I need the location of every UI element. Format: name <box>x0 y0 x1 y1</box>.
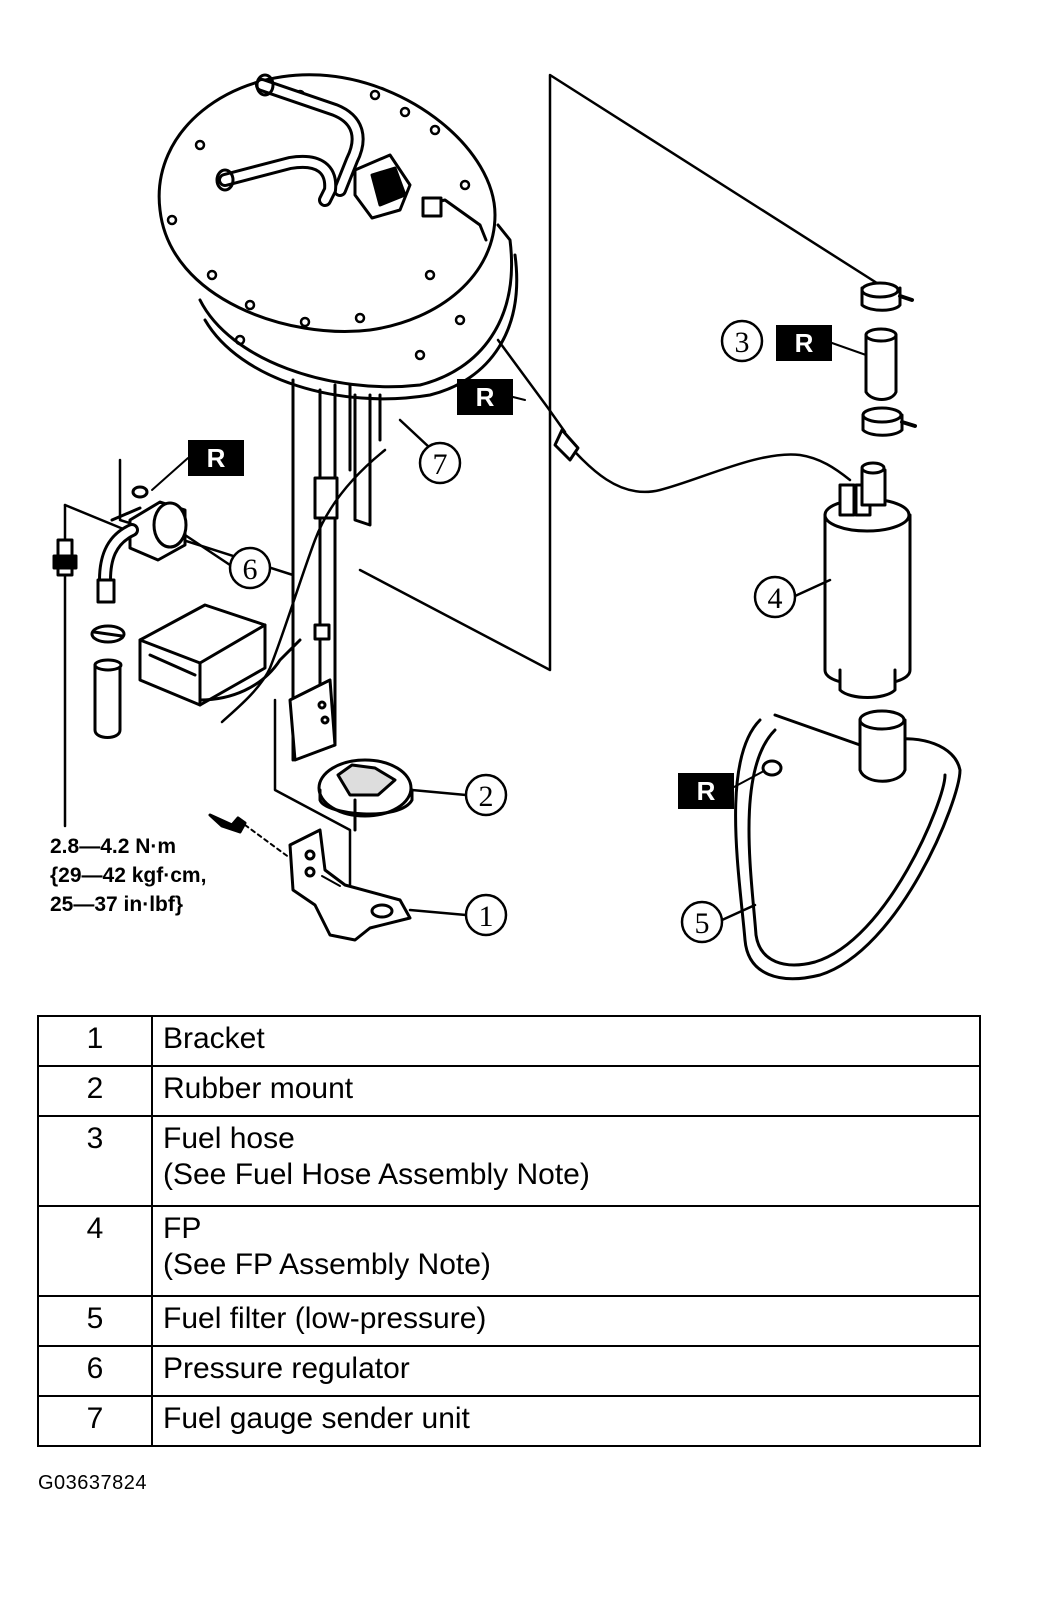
callout-6: 6 <box>243 553 258 586</box>
part-description: Rubber mount <box>151 1065 981 1117</box>
callout-7: 7 <box>433 448 448 481</box>
reuse-mark-text: R <box>697 776 716 806</box>
fuel-pump-exploded-diagram: R R R R 1 2 3 4 5 6 <box>52 73 962 981</box>
callouts: 1 2 3 4 5 6 7 <box>183 319 832 944</box>
fuel-fitting-connector <box>52 538 78 577</box>
reuse-mark-text: R <box>795 328 814 358</box>
reuse-mark-fuel-hose <box>776 325 832 361</box>
part-number: 3 <box>37 1115 153 1207</box>
table-row: 1 Bracket <box>37 1015 981 1067</box>
torque-specification: 2.8—4.2 N·m {29—42 kgf·cm, 25—37 in·lbf} <box>50 832 206 919</box>
part-note: (See FP Assembly Note) <box>163 1248 491 1281</box>
table-row: 2 Rubber mount <box>37 1065 981 1117</box>
sender-float <box>138 603 302 707</box>
pump-holder-rails <box>288 378 382 762</box>
callout-2: 2 <box>479 780 494 813</box>
callout-4: 4 <box>768 582 783 615</box>
table-row: 6 Pressure regulator <box>37 1345 981 1397</box>
sender-wire <box>220 448 387 724</box>
part-description: Pressure regulator <box>151 1345 981 1397</box>
reuse-mark-text: R <box>476 382 495 412</box>
part-number: 4 <box>37 1205 153 1297</box>
part-name: Bracket <box>163 1022 265 1055</box>
bracket-leader-lines <box>63 73 882 902</box>
table-row: 5 Fuel filter (low-pressure) <box>37 1295 981 1347</box>
left-hose-and-clamp <box>90 624 126 739</box>
reuse-mark-text: R <box>207 443 226 473</box>
parts-legend-table: 1 Bracket 2 Rubber mount 3 Fuel hose(See… <box>37 1015 981 1447</box>
table-row: 7 Fuel gauge sender unit <box>37 1395 981 1447</box>
part-name: FP <box>163 1212 202 1245</box>
part-number: 5 <box>37 1295 153 1347</box>
pressure-regulator <box>96 485 188 604</box>
part-number: 1 <box>37 1015 153 1067</box>
reuse-mark-flange <box>457 379 513 415</box>
reuse-mark-regulator <box>188 440 244 476</box>
pump-unit-cover-plate <box>157 73 519 401</box>
table-row: 3 Fuel hose(See Fuel Hose Assembly Note) <box>37 1115 981 1207</box>
part-name: Pressure regulator <box>163 1352 410 1385</box>
reuse-marks: R R R R <box>151 325 867 809</box>
part-name: Rubber mount <box>163 1072 354 1105</box>
part-number: 2 <box>37 1065 153 1117</box>
figure-id: G03637824 <box>38 1472 148 1494</box>
callout-1: 1 <box>479 900 494 933</box>
table-row: 4 FP(See FP Assembly Note) <box>37 1205 981 1297</box>
part-description: Fuel gauge sender unit <box>151 1395 981 1447</box>
part-description: Fuel hose(See Fuel Hose Assembly Note) <box>151 1115 981 1207</box>
part-description: Bracket <box>151 1015 981 1067</box>
bracket <box>208 813 412 942</box>
fuel-pump <box>553 428 912 699</box>
torque-line-1: 2.8—4.2 N·m <box>50 835 177 858</box>
part-note: (See Fuel Hose Assembly Note) <box>163 1158 590 1191</box>
callout-3: 3 <box>735 326 750 359</box>
part-name: Fuel filter (low-pressure) <box>163 1302 487 1335</box>
callout-5: 5 <box>695 907 710 940</box>
part-number: 6 <box>37 1345 153 1397</box>
part-description: FP(See FP Assembly Note) <box>151 1205 981 1297</box>
part-name: Fuel gauge sender unit <box>163 1402 470 1435</box>
part-number: 7 <box>37 1395 153 1447</box>
fuel-hose-assembly <box>860 281 917 437</box>
torque-line-3: 25—37 in·lbf} <box>50 893 184 916</box>
torque-line-2: {29—42 kgf·cm, <box>50 864 207 887</box>
part-name: Fuel hose <box>163 1122 295 1155</box>
reuse-mark-filter <box>678 773 734 809</box>
fuel-filter <box>734 709 962 981</box>
rubber-mount <box>317 758 414 832</box>
part-description: Fuel filter (low-pressure) <box>151 1295 981 1347</box>
